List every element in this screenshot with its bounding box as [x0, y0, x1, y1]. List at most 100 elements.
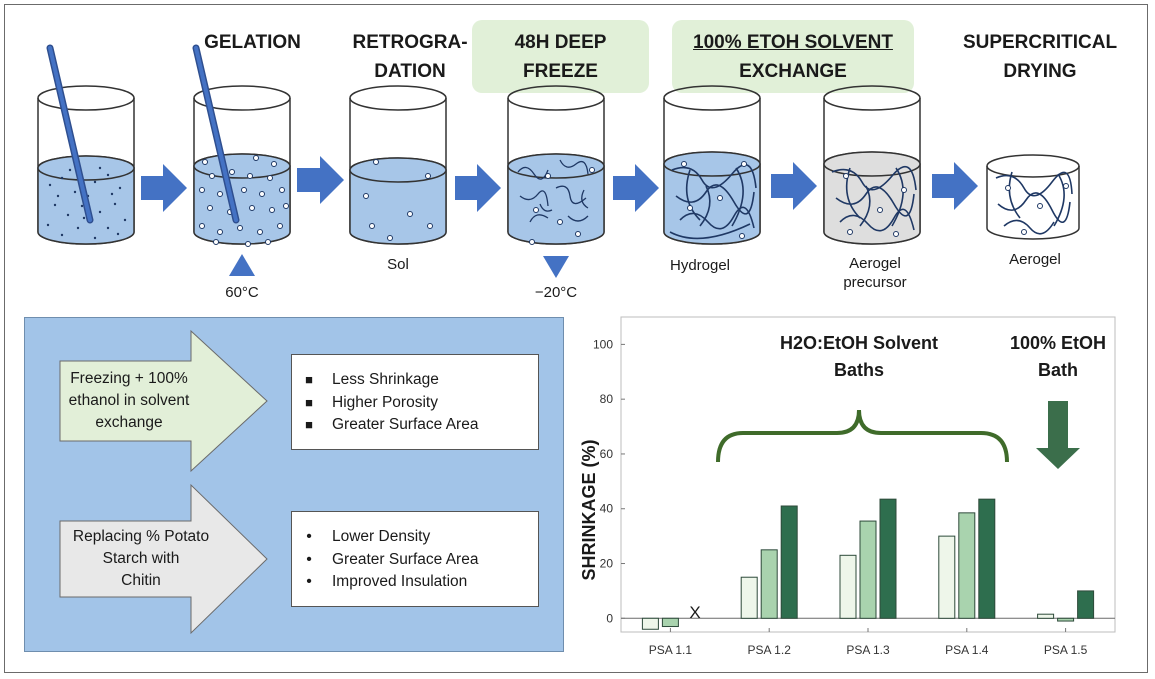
step-gelation: GELATION: [185, 28, 320, 57]
effect1-item: ■Higher Porosity: [292, 392, 478, 415]
y-axis-label: SHRINKAGE (%): [579, 439, 599, 580]
square-bullet-icon: ■: [305, 417, 313, 432]
findings-panel: Freezing + 100% ethanol in solvent excha…: [24, 317, 564, 652]
effects2-box: •Lower Density •Greater Surface Area •Im…: [291, 511, 539, 607]
chart-annotations: H2O:EtOH Solvent Baths 100% EtOH Bath X: [689, 333, 1106, 622]
sol-label: Sol: [387, 256, 409, 273]
solvent-annotation-line2: Baths: [834, 360, 884, 380]
bar-psa-1-4-s1: [938, 535, 956, 619]
beaker-frozen: [507, 85, 605, 278]
cause1-line1: Freezing + 100%: [70, 370, 188, 387]
step-drying-line2: DRYING: [1003, 61, 1077, 82]
y-tick-label: 80: [600, 392, 614, 406]
step-gelation-text: GELATION: [204, 32, 301, 53]
cause1-line3: exchange: [95, 414, 163, 431]
step-drying: SUPERCRITICAL DRYING: [945, 28, 1135, 86]
beaker-hydrogel: [663, 85, 761, 245]
step-freeze-line1: 48H DEEP: [514, 32, 607, 53]
effect1-item: ■Greater Surface Area: [292, 414, 478, 437]
step-exchange: 100% ETOH SOLVENT EXCHANGE: [672, 28, 914, 86]
step-retrogradation: RETROGRA- DATION: [335, 28, 485, 86]
solvent-annotation-line1: H2O:EtOH Solvent: [780, 333, 938, 353]
cause2-line2: Starch with: [102, 550, 180, 567]
step-exchange-line1: 100% ETOH SOLVENT: [693, 32, 893, 53]
step-freeze: 48H DEEP FREEZE: [472, 28, 649, 86]
effects1-list: ■Less Shrinkage ■Higher Porosity ■Greate…: [292, 369, 478, 437]
etoh-annotation-line2: Bath: [1038, 360, 1078, 380]
bar-psa-1-5-s3: [1077, 590, 1095, 619]
step-retrogradation-line2: DATION: [374, 61, 446, 82]
cause-arrow-1: [59, 329, 268, 473]
sol-particles: [363, 159, 433, 241]
step-retrogradation-line1: RETROGRA-: [352, 32, 468, 53]
freeze-triangle-icon: [543, 256, 569, 278]
x-tick-label: PSA 1.4: [945, 643, 989, 657]
exchange-highlight-box: [672, 20, 914, 93]
solvent-bracket: [716, 409, 1009, 463]
starch-granules: [46, 166, 127, 240]
cause1-text: Freezing + 100% ethanol in solvent excha…: [60, 368, 198, 434]
bar-psa-1-3-s2: [859, 520, 877, 619]
precursor-label-line2: precursor: [843, 274, 907, 291]
precursor-network: [831, 165, 917, 232]
bar-psa-1-2-s1: [740, 576, 758, 619]
precursor-label: Aerogel precursor: [822, 254, 928, 292]
dot-bullet-icon: •: [306, 550, 312, 568]
process-illustration: [37, 44, 1080, 278]
process-arrow-1: [141, 164, 187, 212]
x-tick-label: PSA 1.3: [846, 643, 890, 657]
process-arrow-4: [613, 164, 659, 212]
gel-network: [669, 163, 757, 240]
effects2-list: •Lower Density •Greater Surface Area •Im…: [292, 526, 478, 594]
y-tick-label: 40: [600, 502, 614, 516]
missing-marker: X: [689, 603, 700, 622]
cause2-text: Replacing % Potato Starch with Chitin: [63, 526, 219, 592]
bar-psa-1-2-s3: [780, 505, 798, 619]
process-arrow-3: [455, 164, 501, 212]
bar-psa-1-3-s1: [839, 554, 857, 619]
swollen-granules: [199, 155, 289, 247]
beaker-gelation: [192, 44, 291, 276]
hydrogel-label: Hydrogel: [669, 257, 731, 274]
effects1-box: ■Less Shrinkage ■Higher Porosity ■Greate…: [291, 354, 539, 450]
bar-psa-1-4-s3: [978, 498, 996, 619]
effect1-item: ■Less Shrinkage: [292, 369, 478, 392]
y-tick-label: 20: [600, 557, 614, 571]
etoh-down-arrow-icon: [1036, 401, 1080, 469]
bar-psa-1-1-s1: [641, 617, 659, 630]
bar-psa-1-1-s2: [661, 617, 679, 628]
beaker-precursor: [823, 85, 921, 245]
y-tick-label: 100: [593, 337, 613, 351]
bar-psa-1-5-s1: [1037, 613, 1055, 619]
bar-psa-1-2-s2: [760, 549, 778, 619]
etoh-annotation-line1: 100% EtOH: [1010, 333, 1106, 353]
dot-bullet-icon: •: [306, 573, 312, 590]
process-arrow-6: [932, 162, 978, 210]
beaker-slurry: [37, 44, 135, 245]
freeze-temp-label: −20°C: [534, 284, 578, 301]
step-freeze-line2: FREEZE: [523, 61, 598, 82]
bar-psa-1-3-s3: [879, 498, 897, 619]
y-tick-label: 0: [606, 611, 613, 625]
square-bullet-icon: ■: [305, 394, 313, 410]
square-bullet-icon: ■: [305, 372, 313, 387]
process-arrow-2: [297, 156, 344, 204]
cause2-line3: Chitin: [121, 572, 161, 589]
x-tick-label: PSA 1.5: [1044, 643, 1088, 657]
x-tick-label: PSA 1.1: [649, 643, 693, 657]
effect2-item: •Lower Density: [292, 526, 478, 549]
bar-psa-1-5-s2: [1057, 617, 1075, 622]
cause-arrow-2: [59, 483, 268, 635]
freeze-highlight-box: [472, 20, 649, 93]
cause2-line1: Replacing % Potato: [72, 528, 210, 545]
aerogel-label: Aerogel: [1009, 251, 1061, 268]
step-drying-line1: SUPERCRITICAL: [962, 32, 1118, 53]
polymer-chains: [517, 159, 589, 223]
effect2-item: •Improved Insulation: [292, 571, 478, 594]
process-arrow-5: [771, 162, 817, 210]
beaker-sol: [349, 85, 447, 245]
dot-bullet-icon: •: [306, 528, 312, 545]
